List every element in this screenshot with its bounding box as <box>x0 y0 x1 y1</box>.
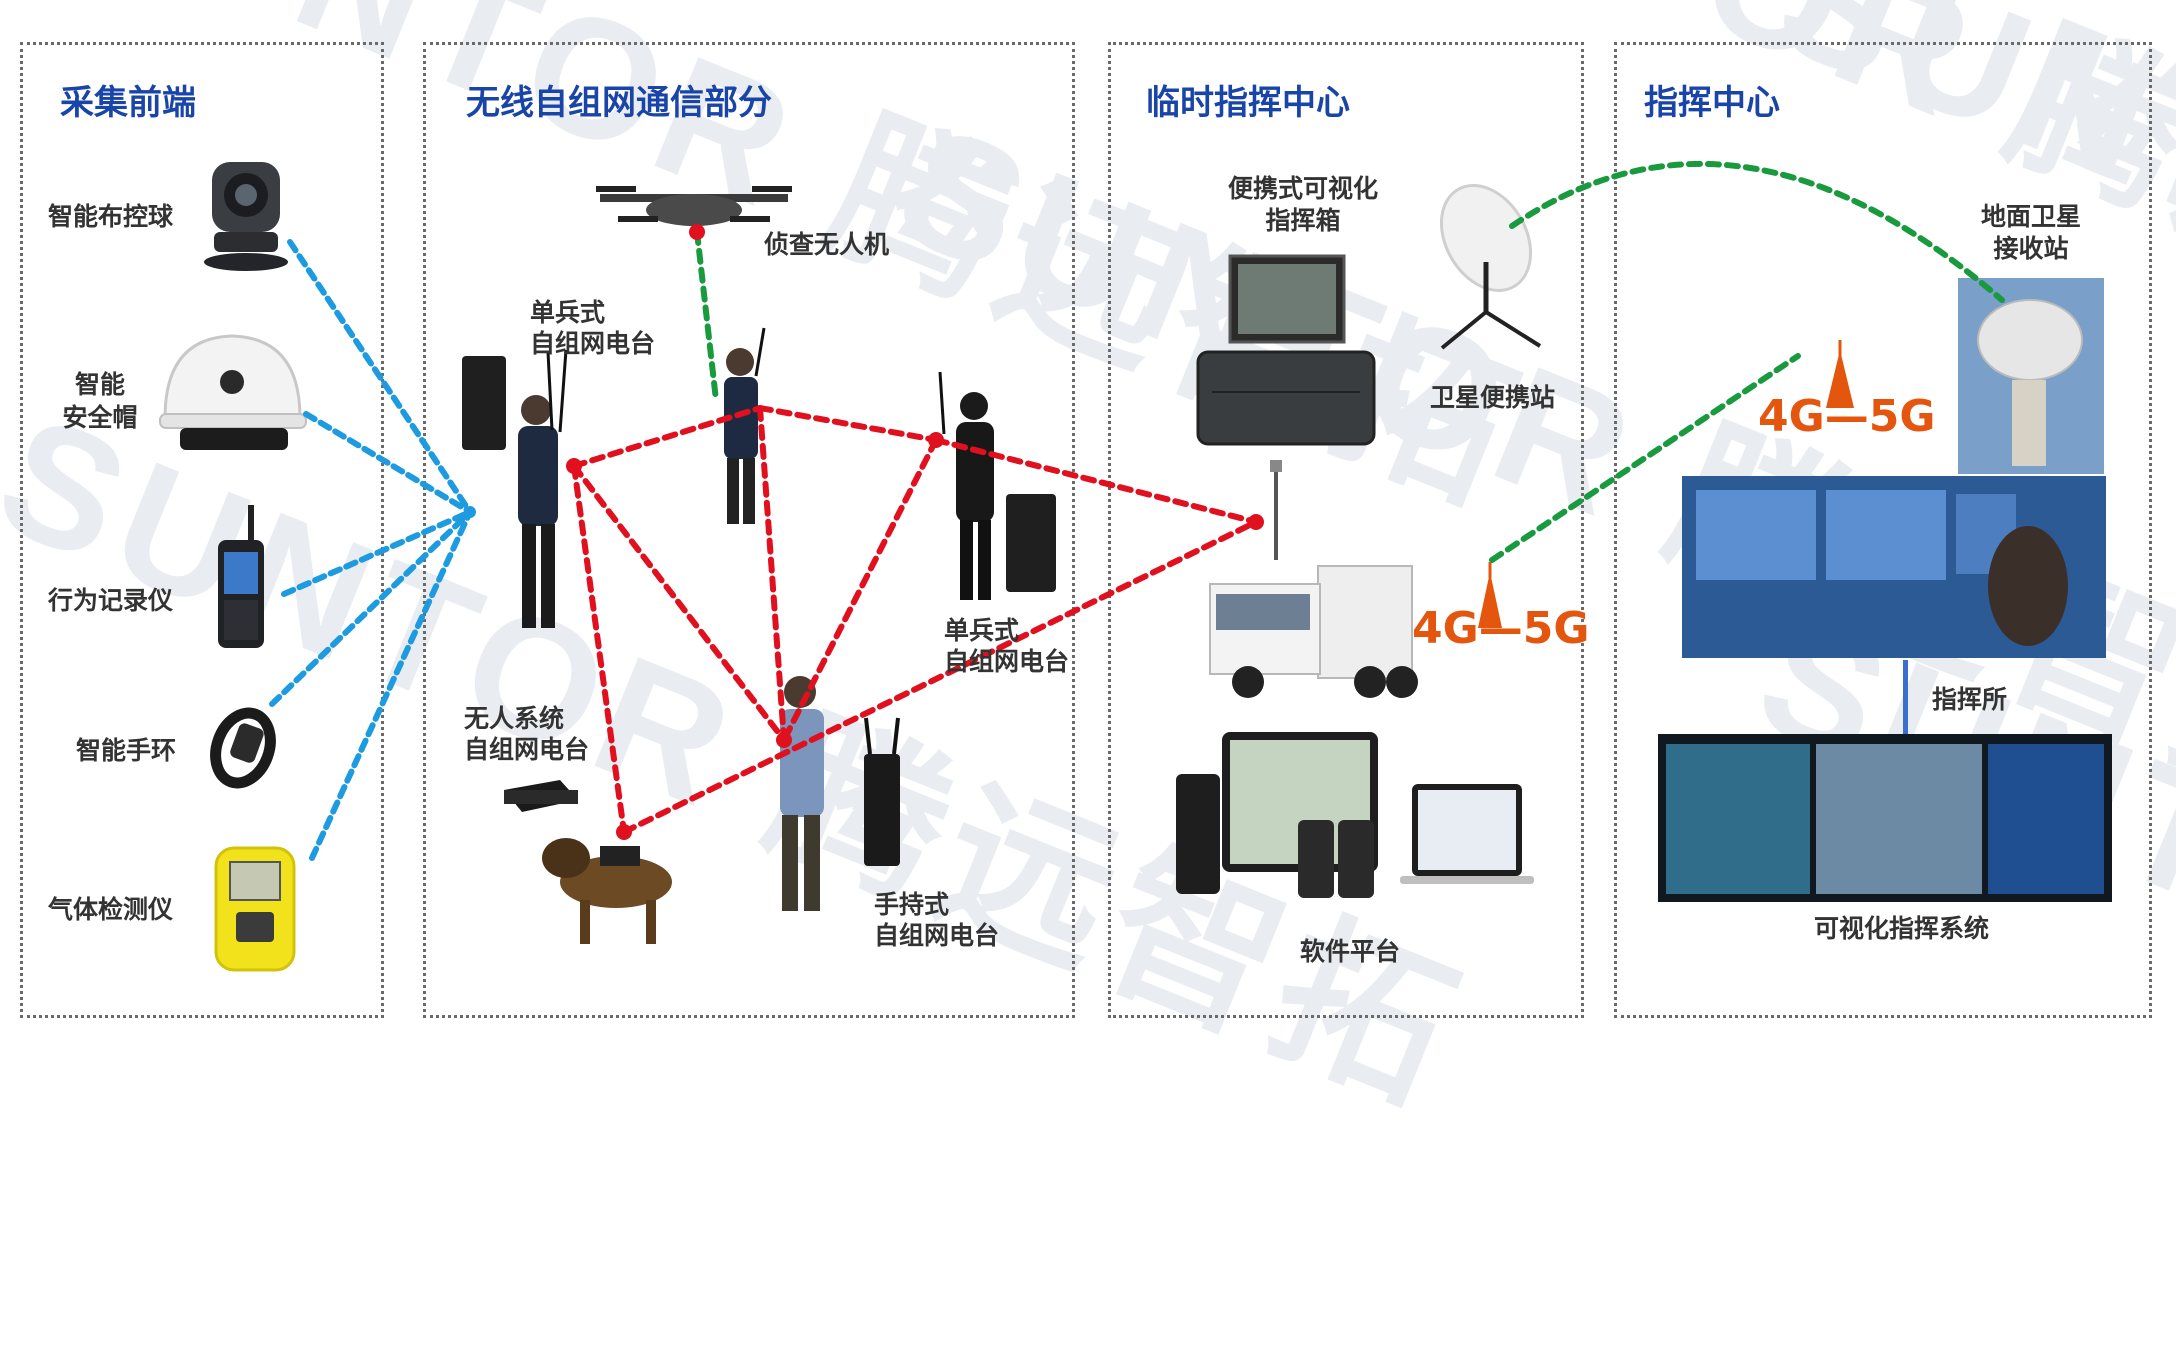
panel-title-mesh: 无线自组网通信部分 <box>466 83 772 123</box>
label-unmanned-line2: 自组网电台 <box>464 735 590 764</box>
portable-command-box-icon <box>1196 254 1376 446</box>
smart-band-icon <box>210 707 276 789</box>
panel-title-capture: 采集前端 <box>60 83 196 123</box>
label-handheld-line2: 自组网电台 <box>874 921 1000 950</box>
label-drone: 侦查无人机 <box>764 230 890 259</box>
smart-helmet-icon <box>159 334 307 450</box>
label-satellite-portable: 卫星便携站 <box>1430 383 1556 412</box>
label-soldier-b-line2: 自组网电台 <box>944 647 1070 676</box>
label-handheld-line1: 手持式 <box>874 890 950 919</box>
cell-tower-icon <box>1478 562 1502 628</box>
satellite-dish-icon <box>1439 184 1542 350</box>
soldier-operator-icon <box>724 327 766 524</box>
drone-icon <box>596 186 792 226</box>
label-smart-band: 智能手环 <box>76 736 177 765</box>
label-soldier-a-line2: 自组网电台 <box>530 329 656 358</box>
software-devices-icon <box>1176 732 1534 898</box>
drone-node <box>689 224 705 240</box>
dog-with-radio-icon <box>542 838 672 944</box>
handheld-radio-icon <box>864 717 900 866</box>
label-soldier-b-line1: 单兵式 <box>944 616 1020 645</box>
label-ground-sat-line1: 地面卫星 <box>1980 202 2081 231</box>
label-ground-sat-line2: 接收站 <box>1993 234 2069 263</box>
panel-capture-frontend <box>20 42 384 1018</box>
ptz-camera-icon <box>204 162 288 271</box>
capture-hub-node <box>464 506 476 518</box>
handheld-operator-icon <box>780 676 824 911</box>
label-portable-box-line2: 指挥箱 <box>1265 206 1341 235</box>
mesh-links <box>571 405 1259 835</box>
label-command-post: 指挥所 <box>1932 685 2008 714</box>
label-helmet-line2: 安全帽 <box>62 403 138 432</box>
command-post-photo-icon <box>1682 476 2106 658</box>
label-visual-command-system: 可视化指挥系统 <box>1814 914 1990 943</box>
mesh-node <box>616 824 632 840</box>
unmanned-radio-icon <box>504 780 578 812</box>
panel-temporary-command <box>1108 42 1584 1018</box>
panel-command-center <box>1614 42 2152 1018</box>
gas-detector-icon <box>214 846 296 972</box>
diagram-canvas <box>159 160 2112 972</box>
label-helmet-line1: 智能 <box>74 370 125 399</box>
police-with-radio-icon <box>938 371 1056 600</box>
panel-title-temp-center: 临时指挥中心 <box>1146 83 1350 123</box>
label-4g5g-command: 4G—5G <box>1758 391 1936 442</box>
soldier-with-radio-icon <box>462 349 568 628</box>
label-gas-detector: 气体检测仪 <box>48 895 174 924</box>
mesh-node <box>776 732 792 748</box>
satellite-links <box>694 160 2005 563</box>
mesh-node <box>1248 514 1264 530</box>
mesh-node <box>566 458 582 474</box>
body-recorder-icon <box>218 505 264 648</box>
visual-command-wall-icon <box>1658 734 2112 902</box>
label-soldier-a-line1: 单兵式 <box>530 298 606 327</box>
command-post-connector <box>1903 660 1908 734</box>
label-unmanned-line1: 无人系统 <box>464 704 565 733</box>
mesh-node <box>928 432 944 448</box>
label-4g5g-temp: 4G—5G <box>1412 603 1590 654</box>
capture-links <box>269 239 473 861</box>
label-ptz-ball: 智能布控球 <box>48 202 174 231</box>
label-portable-box-line1: 便携式可视化 <box>1227 174 1378 203</box>
panel-title-command: 指挥中心 <box>1644 83 1780 123</box>
cell-tower-icon <box>1826 340 1854 408</box>
ground-satellite-station-icon <box>1958 278 2104 474</box>
command-vehicle-icon <box>1209 460 1418 698</box>
label-software-platform: 软件平台 <box>1300 937 1401 966</box>
label-recorder: 行为记录仪 <box>48 586 174 615</box>
